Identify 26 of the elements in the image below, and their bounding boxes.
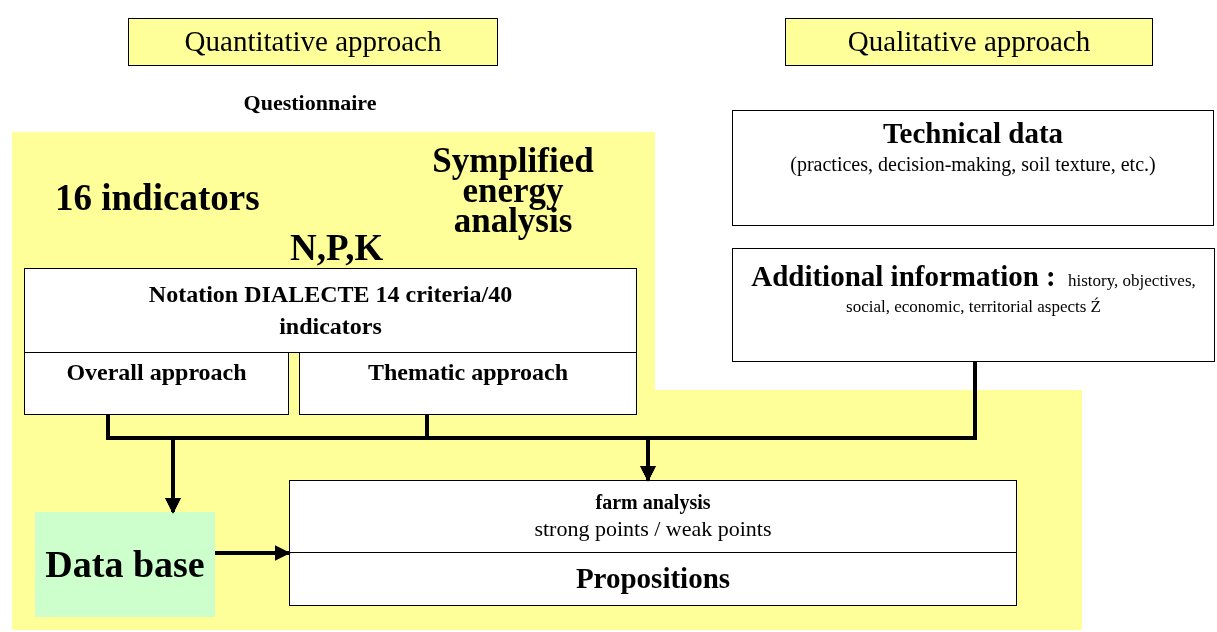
approach-title: Qualitative approach [847,24,1091,60]
approach-title: Quantitative approach [184,24,442,60]
box-text: farm analysis [595,490,711,516]
database-box [35,512,215,617]
box-text: Thematic approach [367,358,569,387]
info-box [732,248,1215,362]
box-text: strong points / weak points [534,515,772,543]
box-text: Propositions [575,561,731,597]
box-text: Additional information : history, objectives, social, economic, territorial aspects Ź [750,259,1197,319]
box-text: (practices, decision-making, soil texture, etc.) [789,152,1157,178]
box-text: Notation DIALECTE 14 criteria/40 indicators [147,280,514,341]
box-title: Technical data [882,116,1064,151]
process-box [24,352,289,415]
process-box [24,268,637,353]
analysis-box [289,480,1017,606]
connector-arrow [640,362,977,482]
section-label: Questionnaire [242,89,378,117]
box-text: Overall approach [66,358,247,387]
region-label: 16 indicators [55,176,260,220]
box-text: Data base [45,542,205,587]
approach-box [785,18,1153,66]
approach-box [128,18,498,66]
region-label: N,P,K [290,226,384,270]
process-box [299,352,637,415]
info-box [732,110,1214,226]
connector-arrow [215,545,291,561]
